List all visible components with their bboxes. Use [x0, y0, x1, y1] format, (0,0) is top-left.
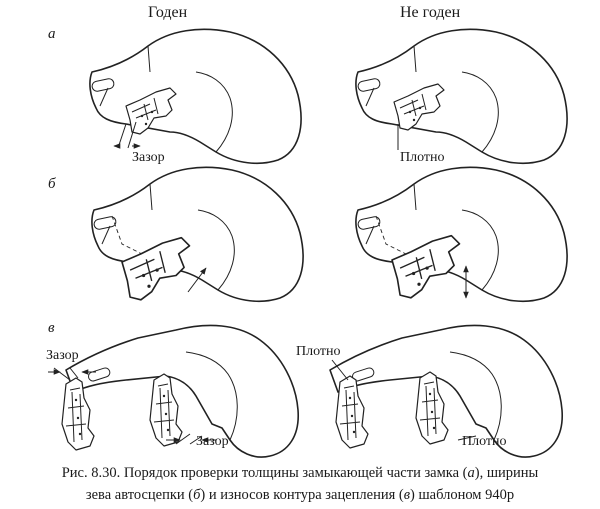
column-heading-good: Годен	[148, 4, 188, 21]
row-label-a: а	[48, 26, 56, 42]
callout-tight-v-bottom: Плотно	[462, 434, 507, 449]
caption-line-2: зева автосцепки (б) и износов контура за…	[0, 484, 600, 506]
caption-line-1: Рис. 8.30. Порядок проверки толщины замы…	[0, 462, 600, 484]
caption-line2-pre: зева автосцепки (	[85, 487, 194, 503]
callout-tight-a: Плотно	[400, 150, 445, 165]
callout-gap-v-top: Зазор	[46, 348, 79, 363]
callout-gap-v-bottom: Зазор	[196, 434, 229, 449]
caption-line2-v: в	[403, 487, 411, 503]
row-label-v: в	[48, 320, 55, 336]
caption-line2-mid: ) и износов контура зацепления (	[200, 487, 404, 503]
column-heading-bad: Не годен	[400, 4, 461, 21]
caption-line2-post: ) шаблоном 940р	[410, 487, 515, 503]
caption-line2-b: б	[193, 487, 201, 503]
caption-line1-post: ), ширины	[474, 465, 539, 481]
callout-tight-v-top: Плотно	[296, 344, 341, 359]
row-label-b: б	[48, 176, 56, 192]
caption-line1-a: а	[467, 465, 475, 481]
figure-caption: Рис. 8.30. Порядок проверки толщины замы…	[0, 462, 600, 506]
callout-gap-a: Зазор	[132, 150, 165, 165]
caption-line1-pre: Рис. 8.30. Порядок проверки толщины замы…	[61, 465, 468, 481]
